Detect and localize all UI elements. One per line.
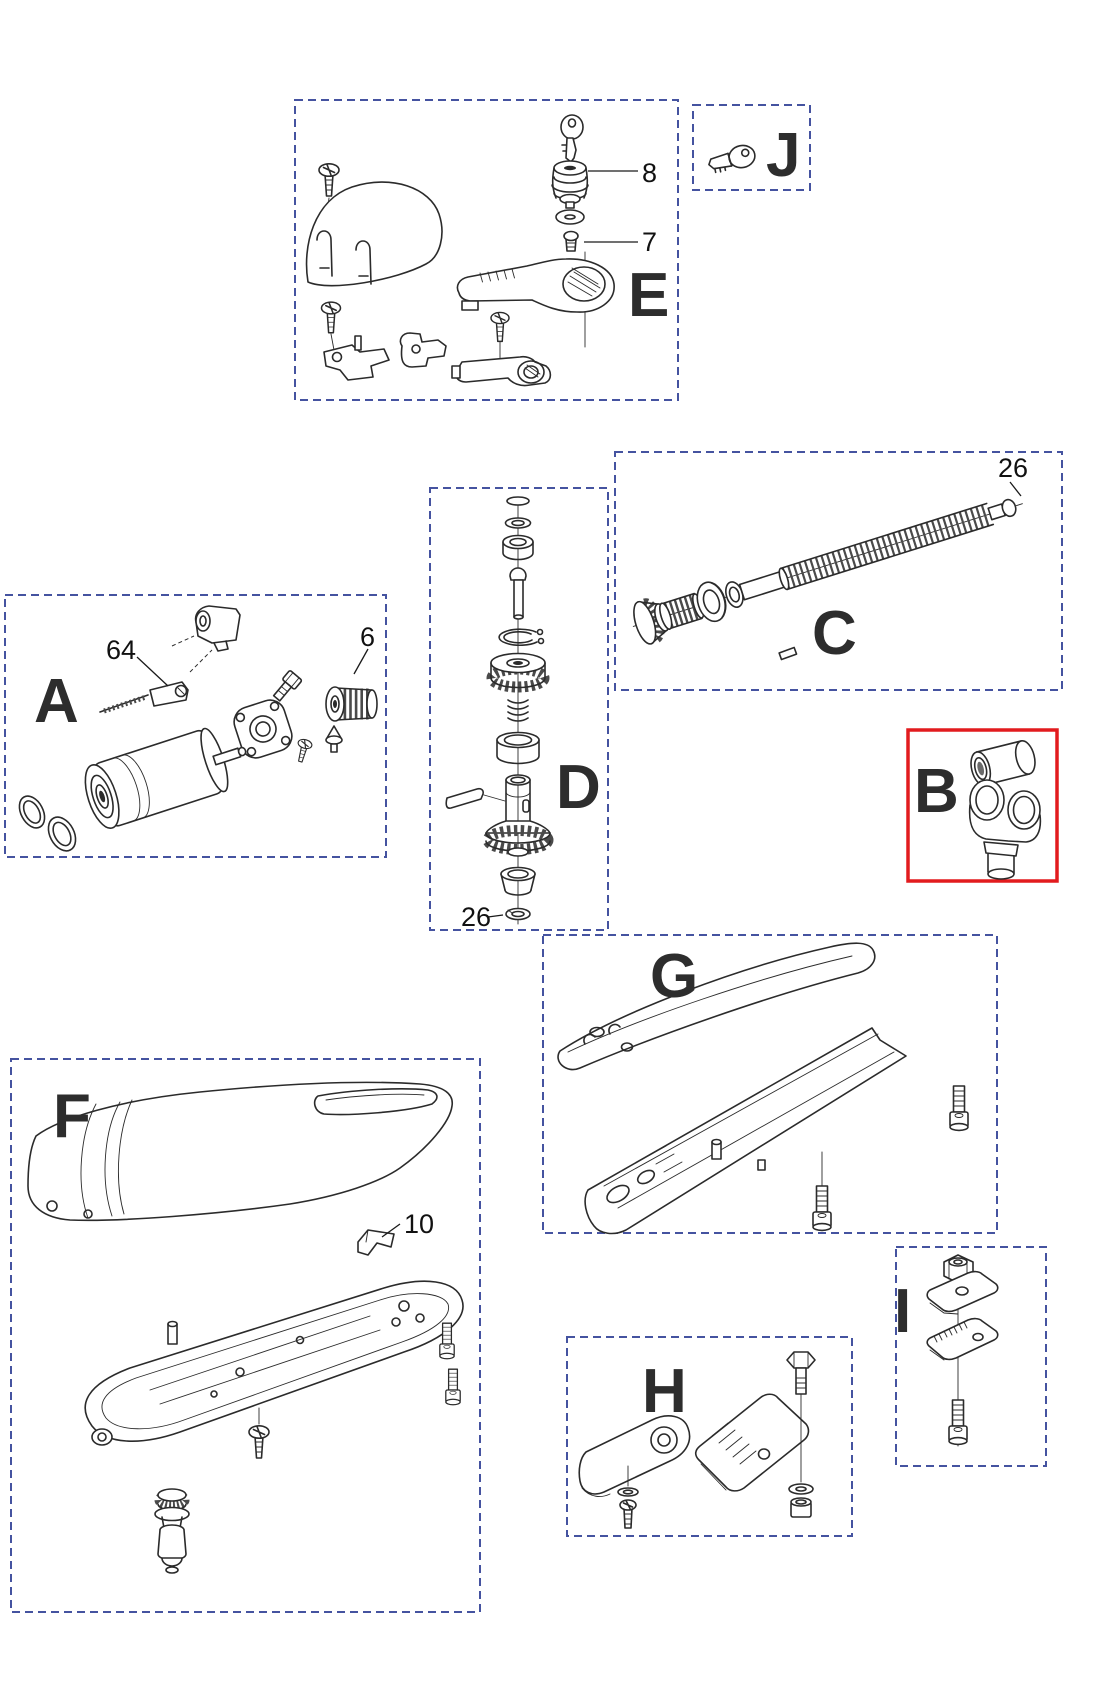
part-label-64: 64	[106, 635, 136, 665]
rail-drawing	[584, 1027, 907, 1235]
washer-rings-drawing	[18, 795, 77, 852]
lock-cylinder-drawing	[551, 160, 589, 209]
part-label-26-D: 26	[461, 902, 491, 932]
small-pin-drawing	[778, 646, 798, 661]
floor-anchor-drawing	[154, 1488, 190, 1574]
pin-part64-drawing	[99, 681, 189, 714]
small-screw-part7-drawing	[563, 230, 579, 252]
section-box-H[interactable]	[566, 1336, 853, 1537]
leader-line-6	[353, 648, 369, 675]
valve-cone-drawing	[325, 725, 343, 753]
section-letter-J: J	[766, 121, 800, 190]
section-D-parts	[445, 496, 554, 925]
motor-mount-drawing	[194, 605, 241, 652]
bushing-drawing	[502, 534, 534, 561]
section-letter-C: C	[812, 599, 857, 668]
spur-gear-drawing	[486, 652, 550, 693]
section-letter-E: E	[628, 261, 669, 330]
clamp-screw-icon	[948, 1399, 968, 1446]
leader-line-26-D	[487, 914, 504, 918]
hex-bolt-icon	[786, 1351, 816, 1395]
section-box-G[interactable]	[542, 934, 998, 1234]
washer-nut-stack-drawing	[788, 1483, 814, 1518]
section-letter-I: I	[894, 1277, 911, 1346]
section-box-C[interactable]	[614, 451, 1063, 691]
shaft-pin-drawing	[509, 567, 527, 620]
flat-washer-drawing	[504, 517, 532, 529]
clip-part10-drawing	[357, 1229, 395, 1256]
section-box-J[interactable]	[692, 104, 811, 191]
screw-icon	[320, 301, 342, 334]
leader-line-26-C	[1009, 481, 1022, 497]
section-letter-A: A	[34, 667, 79, 736]
part-label-10: 10	[404, 1209, 434, 1239]
release-lever-drawing	[456, 251, 615, 348]
leader-line-10	[381, 1223, 401, 1238]
spacer-ring-drawing	[496, 731, 540, 765]
release-cam-lever-drawing	[451, 355, 552, 387]
o-ring-drawing	[506, 496, 530, 506]
section-box-E[interactable]	[294, 99, 679, 401]
section-H-parts	[578, 1351, 816, 1529]
worm-gear-part6-drawing	[325, 686, 378, 722]
section-E-parts	[305, 114, 615, 387]
section-box-F[interactable]	[10, 1058, 481, 1613]
screw-icon	[318, 163, 340, 197]
section-J-parts	[708, 144, 756, 174]
section-B-parts	[968, 739, 1042, 880]
part-label-8: 8	[642, 158, 657, 188]
section-box-I[interactable]	[895, 1246, 1047, 1467]
flange-plate-drawing	[233, 699, 293, 759]
screw-icon	[490, 311, 510, 343]
screw-icon	[248, 1425, 270, 1459]
section-A-parts	[18, 605, 378, 852]
arm-housing-top-drawing	[27, 1081, 453, 1222]
circlip-drawing	[498, 628, 545, 647]
lead-screw-drawing	[632, 498, 1023, 645]
washer-part26-drawing	[505, 907, 531, 921]
arm-housing-base-drawing	[84, 1280, 464, 1446]
section-I-parts	[926, 1254, 999, 1447]
section-box-D[interactable]	[429, 487, 609, 931]
release-cover-drawing	[305, 181, 443, 287]
section-letter-G: G	[650, 942, 698, 1011]
part-label-26-C: 26	[998, 453, 1028, 483]
section-F-parts	[27, 1081, 464, 1574]
clamp-plate-serrated-drawing	[926, 1317, 999, 1361]
key-icon	[708, 144, 756, 174]
spring-drawing	[507, 699, 529, 722]
clamp-plate-top-drawing	[926, 1270, 999, 1315]
key-icon	[560, 114, 584, 163]
lock-washer-drawing	[555, 209, 585, 225]
slotted-bracket-drawing	[694, 1393, 810, 1492]
section-box-B-highlighted[interactable]	[906, 728, 1059, 883]
section-C-parts	[632, 498, 1023, 661]
rail-screw-icon	[949, 1085, 969, 1132]
cup-ring-drawing	[500, 866, 536, 896]
bevel-gear-assembly-drawing	[445, 774, 554, 857]
hex-bolt-icon	[272, 670, 303, 702]
cylinder-nut-drawing	[970, 739, 1036, 787]
rail-screw-icon	[812, 1185, 832, 1232]
washer-screw-stack-drawing	[617, 1487, 639, 1529]
section-letter-H: H	[642, 1357, 687, 1426]
rail-cover-drawing	[557, 942, 876, 1071]
section-box-A[interactable]	[4, 594, 387, 858]
section-letter-B: B	[914, 757, 959, 826]
leader-line-64	[136, 656, 169, 687]
motor-drawing	[84, 727, 247, 829]
section-letter-D: D	[556, 753, 601, 822]
section-letter-F: F	[53, 1082, 91, 1151]
flat-bracket-drawing	[578, 1415, 691, 1497]
screw-icon	[292, 737, 314, 764]
part-label-6: 6	[360, 622, 375, 652]
part-label-7: 7	[642, 227, 657, 257]
latch-plate-drawing	[399, 332, 447, 368]
base-screw-icon	[445, 1368, 461, 1406]
clevis-bracket-drawing	[968, 779, 1042, 880]
section-G-parts	[557, 942, 969, 1235]
